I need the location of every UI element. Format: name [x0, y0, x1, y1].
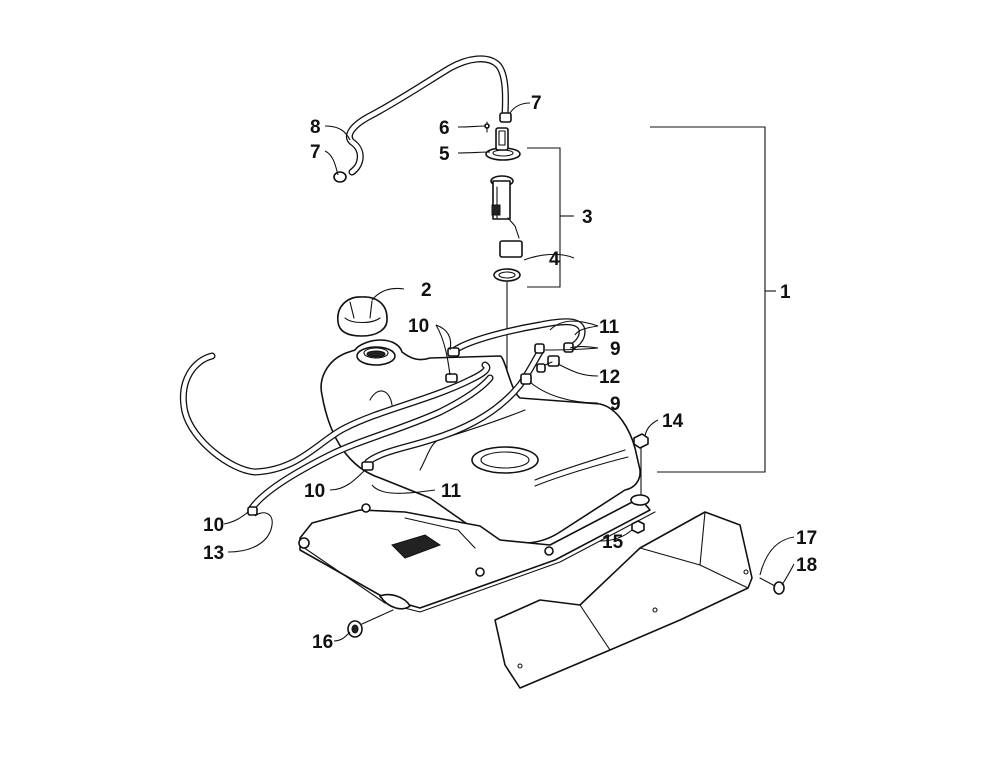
fuel-pump-flange-5 [485, 127, 521, 161]
fitting-9-upper [534, 342, 574, 354]
nut-15 [631, 520, 645, 534]
callout-9-upper: 9 [610, 339, 621, 360]
callout-6: 6 [439, 118, 450, 139]
callout-15: 15 [602, 532, 624, 553]
callout-labels: 1 2 3 4 5 6 7 7 8 9 9 10 10 10 11 11 12 … [203, 93, 817, 653]
callout-10-lower: 10 [203, 515, 224, 536]
leader-lines [223, 102, 795, 642]
drain-hose-13 [248, 374, 494, 512]
fuel-cap-2 [337, 296, 388, 337]
pump-gasket-4 [493, 268, 521, 282]
callout-4: 4 [549, 249, 560, 270]
callout-14: 14 [662, 411, 684, 432]
bolt-14 [630, 433, 650, 506]
callout-17: 17 [796, 528, 817, 549]
hose-clamp-7-left [333, 171, 347, 183]
heat-shield-17 [494, 511, 753, 689]
grommet-16 [347, 609, 394, 638]
fuel-pump-3 [490, 175, 523, 258]
assembly-bracket-1 [650, 126, 776, 473]
pump-screw-6 [484, 121, 490, 133]
callout-16: 16 [312, 632, 333, 653]
hose-clamp-10-lower [247, 506, 258, 516]
hose-clamp-7-top [499, 112, 512, 123]
callout-5: 5 [439, 144, 450, 165]
fuel-line-11-lower [364, 348, 544, 466]
fuel-tank [298, 339, 656, 613]
callout-8: 8 [310, 117, 321, 138]
callout-11-upper: 11 [599, 317, 620, 338]
callout-18: 18 [796, 555, 817, 576]
overflow-hose-13 [180, 352, 491, 476]
fuel-line-11-upper [451, 318, 586, 354]
clip-18 [759, 577, 785, 595]
hose-clamp-10-upper [445, 347, 460, 383]
fitting-9-lower [520, 363, 546, 385]
callout-2: 2 [421, 280, 432, 301]
assembly-bracket-3 [527, 147, 574, 288]
hose-clamp-10-middle [361, 461, 374, 471]
callout-7-top: 7 [531, 93, 542, 114]
callout-10-upper: 10 [408, 316, 429, 337]
callout-1: 1 [780, 282, 791, 303]
callout-11-lower: 11 [441, 481, 462, 502]
callout-9-lower: 9 [610, 394, 621, 415]
callout-10-middle: 10 [304, 481, 325, 502]
vent-hose [345, 55, 509, 176]
callout-3: 3 [582, 207, 593, 228]
callout-13: 13 [203, 543, 224, 564]
callout-12: 12 [599, 367, 620, 388]
callout-7-left: 7 [310, 142, 321, 163]
